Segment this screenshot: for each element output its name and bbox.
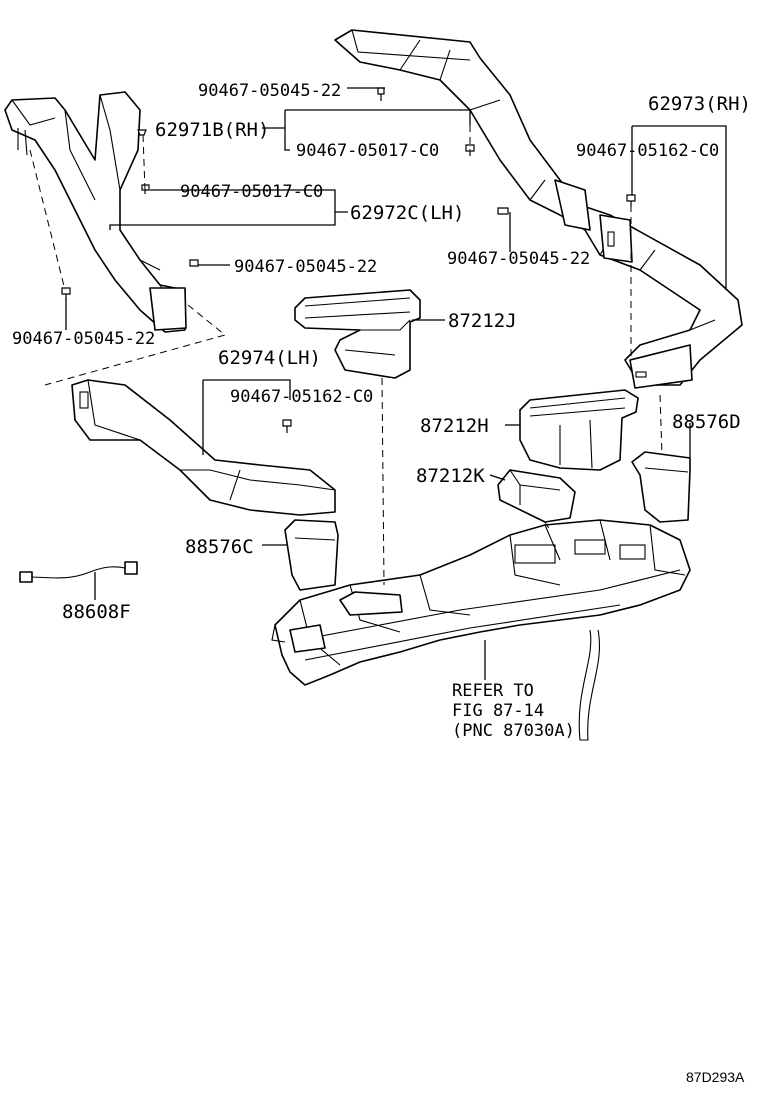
refer-line-2: FIG 87-14	[452, 701, 544, 721]
dashed-lines	[29, 125, 663, 586]
duct-62971b-62972c	[4, 91, 187, 333]
figure-code: 87D293A	[686, 1069, 745, 1085]
labels: 90467-05045-22 62971B(RH) 90467-05017-C0…	[12, 81, 751, 1085]
duct-62973-rh	[334, 29, 743, 389]
label-90467-05162-c0-mid: 90467-05162-C0	[230, 387, 373, 407]
label-90467-05162-c0-right: 90467-05162-C0	[576, 141, 719, 161]
label-87212j: 87212J	[448, 310, 517, 332]
duct-88576d	[631, 451, 691, 523]
duct-88576c	[284, 519, 339, 591]
label-90467-05045-22-right: 90467-05045-22	[447, 249, 590, 269]
bracket-87212k	[497, 469, 576, 523]
label-88608f: 88608F	[62, 601, 131, 623]
label-62972c: 62972C(LH)	[350, 202, 464, 224]
register-87212j	[294, 289, 421, 379]
label-87212h: 87212H	[420, 415, 489, 437]
register-87212h	[519, 389, 639, 471]
label-62974: 62974(LH)	[218, 347, 321, 369]
label-90467-05045-22-left: 90467-05045-22	[12, 329, 155, 349]
duct-62974-lh	[71, 379, 336, 516]
label-88576d: 88576D	[672, 411, 741, 433]
label-90467-05045-22-mid: 90467-05045-22	[234, 257, 377, 277]
label-62973: 62973(RH)	[648, 93, 751, 115]
label-90467-05017-c0-top: 90467-05017-C0	[296, 141, 439, 161]
label-90467-05045-22-top: 90467-05045-22	[198, 81, 341, 101]
label-87212k: 87212K	[416, 465, 485, 487]
label-62971b: 62971B(RH)	[155, 119, 269, 141]
label-88576c: 88576C	[185, 536, 254, 558]
refer-line-1: REFER TO	[452, 681, 534, 701]
screws	[61, 87, 636, 433]
label-90467-05017-c0-left: 90467-05017-C0	[180, 182, 323, 202]
heater-unit	[271, 519, 691, 741]
sensor-88608f	[19, 561, 138, 583]
leader-lines	[65, 87, 727, 680]
refer-line-3: (PNC 87030A)	[452, 721, 575, 741]
